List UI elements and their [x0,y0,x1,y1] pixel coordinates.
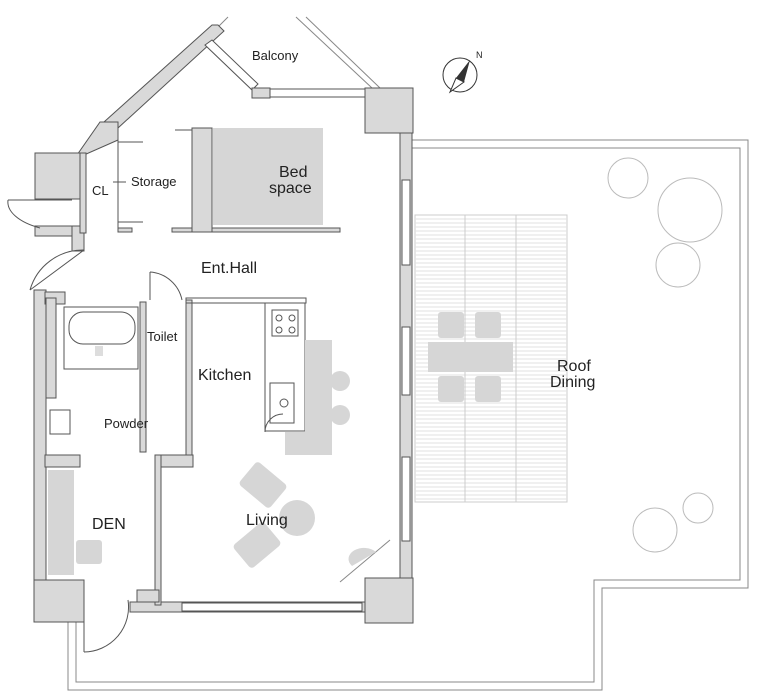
bar-stool [330,405,350,425]
room-label-roof-dining-line2: Dining [550,374,595,391]
living-chairs [233,462,315,568]
dining-set [428,312,513,402]
storage-shelves [117,129,193,228]
walls [33,24,414,624]
room-label-toilet: Toilet [147,329,178,344]
den-desk [48,470,74,575]
room-label-balcony: Balcony [252,48,299,63]
roof-terrace-outline [67,139,749,691]
sink-icon [269,382,295,424]
kitchen-island-end [285,432,332,455]
plant [339,539,391,583]
room-label-living: Living [246,512,288,529]
room-label-entrance-hall: Ent.Hall [201,260,257,277]
room-label-closet: CL [92,183,109,198]
powder-sink [49,409,71,435]
bed-space-platform [213,128,323,225]
kitchen-counter [185,297,307,432]
room-label-kitchen: Kitchen [198,367,251,384]
room-label-bed-space-line2: space [269,180,312,197]
terrace-plants [607,157,723,553]
room-label-powder: Powder [104,416,149,431]
room-label-den: DEN [92,516,126,533]
room-label-roof-dining-line1: Roof [557,358,591,375]
room-label-storage: Storage [131,174,177,189]
bar-stool [330,371,350,391]
den-chair [76,540,102,564]
room-label-bed-space-line1: Bed [279,164,307,181]
compass-icon: N [442,50,483,94]
bathtub [63,306,139,370]
balcony-railing [217,16,381,89]
stove-icon [271,309,299,337]
compass-north-label: N [476,50,483,60]
